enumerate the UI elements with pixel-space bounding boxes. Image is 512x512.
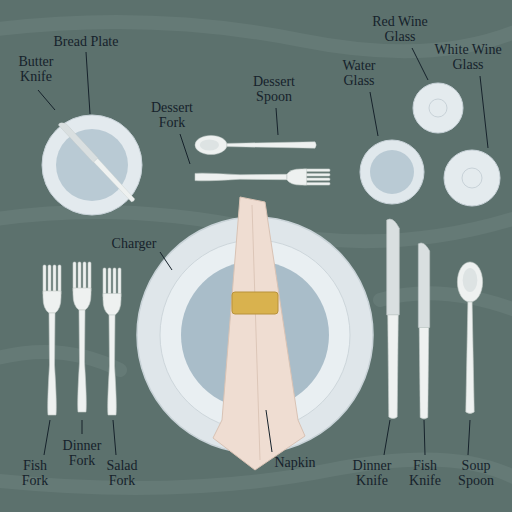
- part-label: Napkin: [270, 455, 320, 470]
- part-label: White Wine Glass: [430, 42, 506, 72]
- part-label: Dinner Knife: [348, 458, 396, 488]
- part-label: Red Wine Glass: [368, 14, 432, 44]
- part-label: Fish Fork: [16, 458, 54, 488]
- part-label: Soup Spoon: [452, 458, 500, 488]
- part-label: Charger: [108, 236, 160, 251]
- part-label: Fish Knife: [404, 458, 446, 488]
- part-label: Salad Fork: [100, 458, 144, 488]
- part-label: Dessert Spoon: [246, 74, 302, 104]
- part-label: Dessert Fork: [146, 100, 198, 130]
- part-label: Dinner Fork: [58, 438, 106, 468]
- part-label: Bread Plate: [46, 34, 126, 49]
- part-label: Water Glass: [336, 58, 382, 88]
- part-label: Butter Knife: [12, 54, 60, 84]
